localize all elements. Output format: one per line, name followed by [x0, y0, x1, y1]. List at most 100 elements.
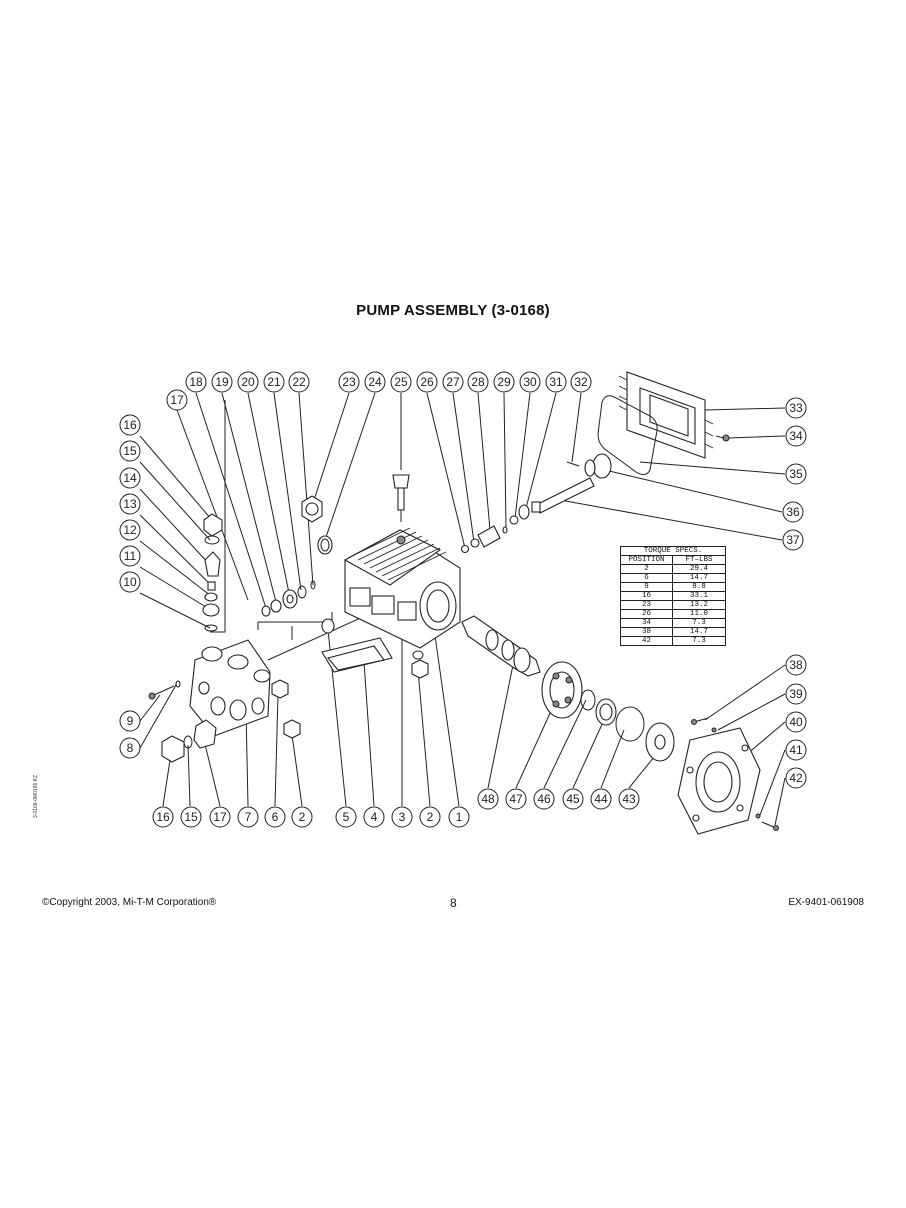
rear-gasket — [597, 395, 658, 476]
svg-text:31: 31 — [549, 375, 563, 389]
plug-2 — [283, 719, 301, 739]
callout-5: 5 — [335, 806, 357, 828]
callout-45: 45 — [562, 788, 584, 810]
callout-41: 41 — [785, 739, 807, 761]
leader-lines — [139, 392, 786, 826]
o-ring — [615, 706, 645, 742]
valve-stack-bottom — [161, 719, 217, 763]
svg-text:39: 39 — [789, 687, 803, 701]
svg-text:16: 16 — [123, 418, 137, 432]
svg-text:35: 35 — [789, 467, 803, 481]
torque-value: 11.0 — [672, 609, 726, 619]
callout-34: 34 — [785, 425, 807, 447]
svg-text:32: 32 — [574, 375, 588, 389]
callout-38: 38 — [785, 654, 807, 676]
callout-40: 40 — [785, 711, 807, 733]
callout-16-left: 16 — [119, 414, 141, 436]
svg-text:42: 42 — [789, 771, 803, 785]
plug-6 — [271, 679, 289, 699]
callouts-bottom: 16 15 17 7 6 2 5 4 3 2 1 48 47 46 45 44 … — [152, 788, 640, 828]
torque-value: 29.4 — [672, 564, 726, 574]
oil-fill-cap — [392, 474, 410, 522]
page-number: 8 — [450, 896, 457, 910]
svg-text:2: 2 — [427, 810, 434, 824]
torque-position: 26 — [620, 609, 673, 619]
svg-text:33: 33 — [789, 401, 803, 415]
plunger — [461, 615, 541, 677]
svg-text:3: 3 — [399, 810, 406, 824]
torque-value: 13.2 — [672, 600, 726, 610]
callout-6: 6 — [264, 806, 286, 828]
callout-15-left: 15 — [119, 440, 141, 462]
footer-copyright: ©Copyright 2003, Mi-T-M Corporation® — [42, 897, 217, 908]
bearing-cover — [677, 727, 761, 835]
callout-13-left: 13 — [119, 493, 141, 515]
callout-4: 4 — [363, 806, 385, 828]
svg-text:25: 25 — [394, 375, 408, 389]
bearing — [541, 661, 583, 719]
callout-33: 33 — [785, 397, 807, 419]
svg-text:16: 16 — [156, 810, 170, 824]
svg-text:5: 5 — [343, 810, 350, 824]
callout-47: 47 — [505, 788, 527, 810]
manifold-bolt — [148, 680, 181, 700]
svg-text:6: 6 — [272, 810, 279, 824]
svg-text:47: 47 — [509, 792, 523, 806]
callout-2-body: 2 — [419, 806, 441, 828]
cover-bolt — [715, 434, 730, 442]
callout-18: 18 — [185, 371, 207, 393]
torque-value: 8.8 — [672, 582, 726, 592]
svg-text:23: 23 — [342, 375, 356, 389]
callouts-left: 17 16 15 14 13 12 11 10 9 8 — [119, 389, 188, 759]
callout-23: 23 — [338, 371, 360, 393]
callout-30: 30 — [519, 371, 541, 393]
bolts-38-42 — [691, 717, 779, 831]
svg-text:7: 7 — [245, 810, 252, 824]
svg-text:1: 1 — [456, 810, 463, 824]
svg-text:34: 34 — [789, 429, 803, 443]
svg-text:9: 9 — [127, 714, 134, 728]
callout-21: 21 — [263, 371, 285, 393]
svg-text:46: 46 — [537, 792, 551, 806]
callout-22: 22 — [288, 371, 310, 393]
callout-28: 28 — [467, 371, 489, 393]
svg-text:2: 2 — [299, 810, 306, 824]
callout-32: 32 — [570, 371, 592, 393]
callout-10-left: 10 — [119, 571, 141, 593]
torque-header-ftlbs: FT–LBS — [672, 555, 726, 565]
plug-23 — [301, 495, 323, 523]
svg-text:27: 27 — [446, 375, 460, 389]
svg-text:15: 15 — [184, 810, 198, 824]
svg-text:28: 28 — [471, 375, 485, 389]
callout-31: 31 — [545, 371, 567, 393]
callout-8-left: 8 — [119, 737, 141, 759]
torque-value: 14.7 — [672, 573, 726, 583]
page-title: PUMP ASSEMBLY (3-0168) — [356, 302, 550, 319]
svg-text:11: 11 — [124, 549, 137, 563]
callout-44: 44 — [590, 788, 612, 810]
oil-sight-cover — [321, 637, 393, 673]
torque-value: 7.3 — [672, 618, 726, 628]
svg-text:48: 48 — [481, 792, 495, 806]
torque-value: 33.1 — [672, 591, 726, 601]
drawing-code: 3-0168-0M0166 KZ — [33, 774, 39, 818]
callout-11-left: 11 — [119, 545, 141, 567]
svg-text:21: 21 — [267, 375, 281, 389]
svg-text:20: 20 — [241, 375, 255, 389]
svg-text:22: 22 — [292, 375, 306, 389]
torque-position: 42 — [620, 636, 673, 646]
callout-29: 29 — [493, 371, 515, 393]
svg-text:19: 19 — [215, 375, 229, 389]
svg-text:38: 38 — [789, 658, 803, 672]
svg-text:44: 44 — [594, 792, 608, 806]
callout-17-bottom: 17 — [209, 806, 231, 828]
svg-text:14: 14 — [123, 471, 137, 485]
